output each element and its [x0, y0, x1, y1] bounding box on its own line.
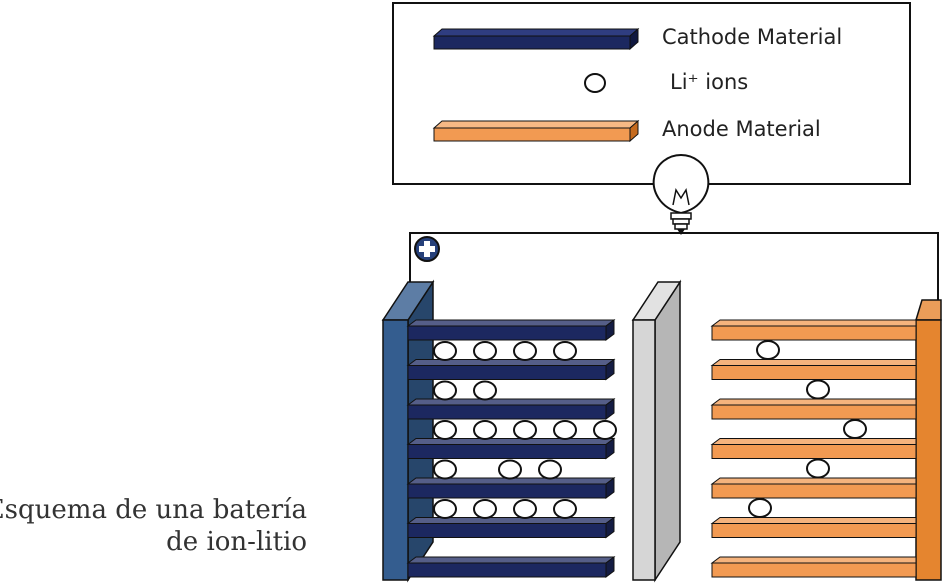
separator-plate [632, 319, 656, 581]
cathode-plate [382, 319, 409, 581]
cathode-layer-top [406, 319, 616, 327]
cathode-layer-top [406, 398, 616, 406]
anode-layer [711, 365, 917, 380]
li-ion-icon [473, 499, 497, 519]
cathode-layer [407, 325, 607, 341]
anode-layer-top [710, 319, 917, 327]
anode-layer-top [710, 359, 917, 366]
circuit-wire [409, 232, 939, 305]
li-ion-icon [433, 499, 457, 519]
separator-side [654, 279, 681, 583]
anode-layer-top [710, 398, 917, 406]
li-ion-icon [843, 419, 867, 439]
caption-line-1: Esquema de una batería [0, 495, 307, 525]
li-ion-icon [498, 459, 522, 480]
li-ion-icon [806, 379, 830, 400]
li-ion-icon [513, 341, 537, 361]
separator [631, 279, 682, 583]
li-ion-icon [473, 341, 497, 361]
legend-label-cathode: Cathode Material [662, 25, 842, 49]
cathode-layer-top [406, 438, 616, 445]
legend-swatch-anode [432, 119, 640, 143]
li-ion-icon [513, 420, 537, 440]
li-ion-icon [473, 380, 497, 401]
legend-label-ion: Li⁺ ions [670, 70, 748, 94]
cathode-layer-top [406, 556, 616, 564]
li-ion-icon [593, 420, 617, 440]
li-ion-icon [433, 341, 457, 361]
light-bulb-icon [652, 153, 710, 235]
anode-layer [711, 444, 917, 459]
anode-plate [915, 319, 942, 581]
anode [710, 299, 942, 581]
li-ion-icon [538, 459, 562, 480]
cathode-layer [407, 562, 607, 578]
anode-layer [711, 523, 917, 538]
li-ion-icon [806, 458, 830, 479]
li-ion-icon [433, 380, 457, 401]
anode-layer [711, 562, 917, 578]
legend-swatch-ion [584, 73, 606, 93]
anode-layer [711, 483, 917, 499]
positive-terminal-icon [414, 236, 440, 262]
li-ion-icon [553, 341, 577, 361]
cathode-layer-top [406, 359, 616, 366]
li-ion-icon [513, 499, 537, 519]
li-ion-icon [433, 459, 457, 480]
legend-label-anode: Anode Material [662, 117, 821, 141]
cathode-layer [407, 483, 607, 499]
cathode-layer [407, 444, 607, 459]
anode-layer-top [710, 517, 917, 524]
figure-caption: Esquema de una batería de ion-litio [0, 494, 307, 558]
li-ion-icon [553, 420, 577, 440]
cathode [381, 279, 617, 583]
anode-layer-top [710, 438, 917, 445]
anode-layer-top [710, 477, 917, 485]
li-ion-icon [756, 340, 780, 360]
anode-plate-top [914, 299, 942, 321]
li-ion-icon [473, 420, 497, 440]
cathode-layer [407, 404, 607, 420]
anode-layer-top [710, 556, 917, 564]
caption-line-2: de ion-litio [166, 527, 307, 557]
legend-swatch-cathode [432, 27, 640, 51]
cathode-layer [407, 365, 607, 380]
legend: Cathode Material Li⁺ ions Anode Material [392, 2, 911, 185]
anode-layer [711, 404, 917, 420]
cathode-layer [407, 523, 607, 538]
anode-layer [711, 325, 917, 341]
li-ion-icon [433, 420, 457, 440]
li-ion-icon [748, 498, 772, 518]
cathode-layer-top [406, 517, 616, 524]
li-ion-icon [553, 499, 577, 519]
